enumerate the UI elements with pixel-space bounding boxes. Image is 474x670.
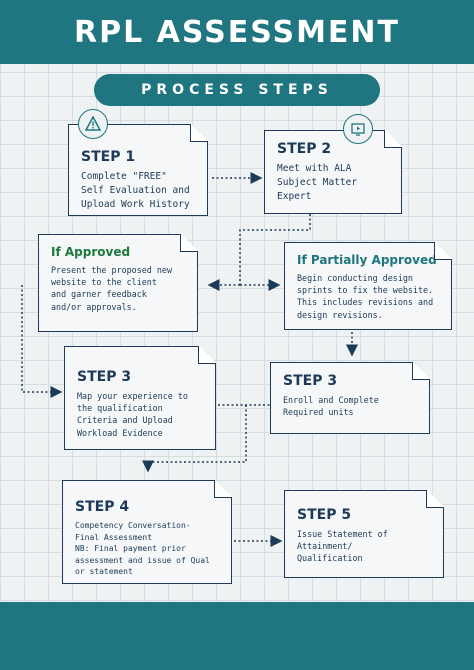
step1-card: STEP 1 Complete "FREE" Self Evaluation a…	[68, 124, 208, 216]
step3-enroll-card: STEP 3 Enroll and Complete Required unit…	[270, 362, 430, 434]
step3-map-text: Map your experience to the qualification…	[77, 391, 188, 438]
process-steps-label: PROCESS STEPS	[141, 82, 333, 98]
connector-approved-step3a	[21, 285, 63, 398]
step2-text: Meet with ALA Subject Matter Expert	[277, 163, 358, 202]
process-steps-banner: PROCESS STEPS	[94, 74, 380, 106]
step2-card: STEP 2 Meet with ALA Subject Matter Expe…	[264, 130, 402, 214]
if-partially-approved-text: Begin conducting design sprints to fix t…	[297, 273, 434, 320]
header-banner: RPL ASSESSMENT	[0, 0, 474, 64]
step2-title: STEP 2	[277, 141, 332, 157]
step1-title: STEP 1	[81, 149, 136, 165]
page-title: RPL ASSESSMENT	[73, 14, 400, 50]
step5-title: STEP 5	[297, 507, 352, 523]
connector-step2-branch	[239, 214, 311, 285]
warning-icon	[78, 109, 108, 139]
if-approved-title: If Approved	[51, 245, 131, 259]
if-approved-card: If Approved Present the proposed new web…	[38, 234, 198, 332]
step4-card: STEP 4 Competency Conversation- Final As…	[62, 480, 232, 584]
step5-card: STEP 5 Issue Statement of Attainment/ Qu…	[284, 490, 444, 578]
step5-text: Issue Statement of Attainment/ Qualifica…	[297, 529, 388, 564]
if-partially-approved-title: If Partially Approved	[297, 253, 437, 267]
video-screen-icon	[343, 114, 373, 144]
step4-title: STEP 4	[75, 499, 130, 515]
step3-enroll-text: Enroll and Complete Required units	[283, 395, 379, 418]
step3-map-title: STEP 3	[77, 369, 132, 385]
step4-text: Competency Conversation- Final Assessmen…	[75, 521, 210, 577]
if-approved-text: Present the proposed new website to the …	[51, 265, 173, 312]
step1-text: Complete "FREE" Self Evaluation and Uplo…	[81, 171, 190, 210]
if-partially-approved-card: If Partially Approved Begin conducting d…	[284, 242, 452, 330]
connector-step3b-step4	[142, 405, 247, 473]
step3-map-card: STEP 3 Map your experience to the qualif…	[64, 346, 216, 450]
footer-band	[0, 602, 474, 670]
step3-enroll-title: STEP 3	[283, 373, 338, 389]
